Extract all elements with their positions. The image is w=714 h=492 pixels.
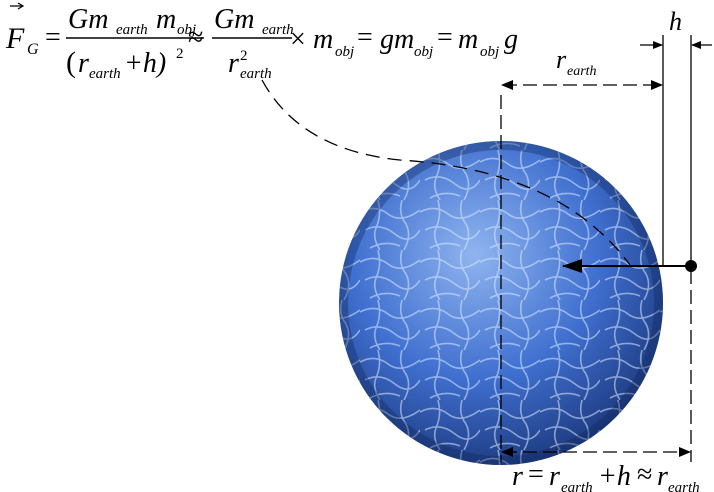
formula-times-m-sub: obj <box>335 44 354 60</box>
h-label: h <box>669 7 682 36</box>
bottom-r2-sub: earth <box>561 480 593 492</box>
formula-gm: gm <box>380 24 414 55</box>
bottom-r2: r <box>549 461 560 492</box>
formula-F: F <box>5 22 25 55</box>
svg-text:earth: earth <box>567 64 597 79</box>
frac1-den-r: r <box>78 48 89 79</box>
svg-text:r: r <box>556 45 567 74</box>
formula-m-last-sub: obj <box>480 44 499 60</box>
frac1-num-m: m <box>156 4 176 35</box>
frac1-num-obj: obj <box>177 22 196 38</box>
formula-eq2: = <box>357 22 373 53</box>
bottom-eq: = <box>528 459 544 490</box>
frac1-num-earth: earth <box>116 22 148 38</box>
object-dot <box>685 260 697 272</box>
frac2-den-earth: earth <box>240 66 272 82</box>
formula-approx: ≈ <box>188 22 203 53</box>
frac2-den-exp: 2 <box>240 48 248 64</box>
bottom-approx: ≈ <box>637 459 652 490</box>
formula-eq1: = <box>45 22 61 53</box>
r-bottom-arrow-left <box>501 447 513 457</box>
r-earth-label: r earth <box>556 45 597 79</box>
bottom-r3: r <box>657 461 668 492</box>
bottom-r3-sub: earth <box>668 480 700 492</box>
r-earth-arrow-right <box>651 80 663 90</box>
formula-times-m: m <box>313 24 333 55</box>
bottom-r: r <box>512 461 523 492</box>
formula-times: × <box>290 24 306 55</box>
frac1-den-earth: earth <box>89 66 121 82</box>
dashed-leader-arc <box>261 79 631 266</box>
gravity-formula: F G = Gm earth m obj ( r earth +h) 2 ≈ G… <box>5 2 518 82</box>
frac2-den-r: r <box>228 48 239 79</box>
formula-gm-sub: obj <box>414 44 433 60</box>
formula-g: g <box>504 24 518 55</box>
frac2-num-Gm: Gm <box>214 4 254 35</box>
frac1-den-open: ( <box>66 46 76 79</box>
formula-m-last: m <box>458 24 478 55</box>
formula-F-sub: G <box>27 41 39 58</box>
bottom-plus-h: +h <box>598 461 631 492</box>
frac2-num-earth: earth <box>262 22 294 38</box>
frac1-den-exp: 2 <box>176 46 184 62</box>
formula-eq3: = <box>437 22 453 53</box>
frac1-den-plus-h: +h) <box>124 48 166 79</box>
r-earth-arrow-left <box>501 80 513 90</box>
bottom-equation: r = r earth +h ≈ r earth <box>512 459 700 492</box>
frac1-num-Gm: Gm <box>68 4 108 35</box>
r-bottom-arrow-right <box>679 447 691 457</box>
